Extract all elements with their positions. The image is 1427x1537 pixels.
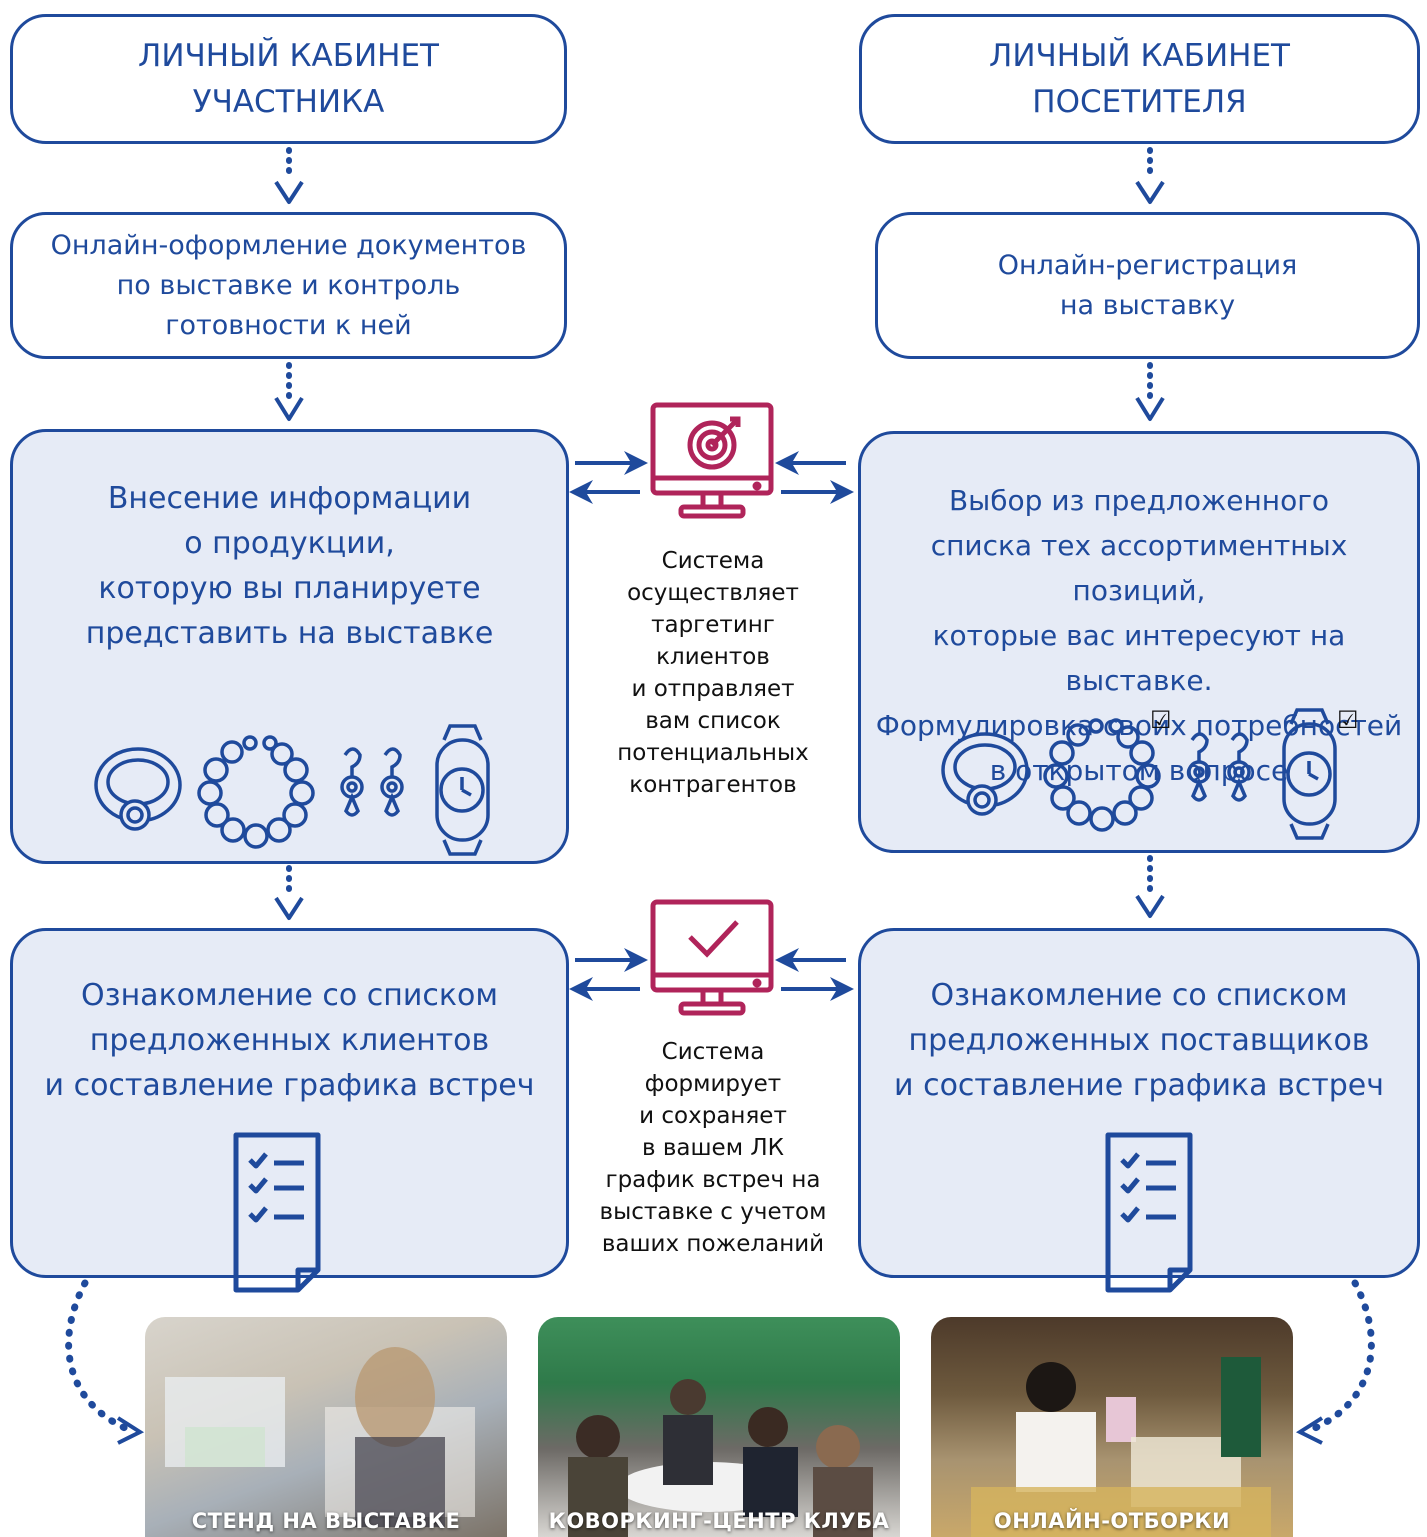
bracelet-icon [1043,718,1161,832]
outcome-label-selection: ОНЛАЙН-ОТБОРКИ [993,1509,1231,1533]
participant-step3-text: Ознакомление со списком предложенных кли… [44,978,535,1103]
bracelet-icon [197,735,315,849]
selection-photo-shapes [971,1357,1271,1537]
visitor-step3-box: Ознакомление со списком предложенных пос… [858,928,1420,1278]
visitor-step1-box: Онлайн-регистрация на выставку [875,212,1420,359]
visitor-cabinet-title: ЛИЧНЫЙ КАБИНЕТ ПОСЕТИТЕЛЯ [989,38,1290,120]
system-targeting-text: Система осуществляет таргетинг клиентов … [617,548,809,798]
participant-step1-text: Онлайн-оформление документов по выставке… [50,229,527,341]
check-monitor-icon [650,899,774,1016]
visitor-cabinet-box: ЛИЧНЫЙ КАБИНЕТ ПОСЕТИТЕЛЯ [859,14,1420,144]
earrings-icon [1187,732,1251,802]
participant-step2-text: Внесение информации о продукции, которую… [85,481,494,651]
participant-jewelry-icons [94,724,490,856]
outcome-label-stand: СТЕНД НА ВЫСТАВКЕ [191,1509,461,1533]
participant-cabinet-box: ЛИЧНЫЙ КАБИНЕТ УЧАСТНИКА [10,14,567,144]
exchange-arrows-schedule [569,948,854,1001]
visitor-checklist-icon [1105,1132,1193,1293]
earrings-icon [340,747,404,817]
photo-exhibition-stand: СТЕНД НА ВЫСТАВКЕ [145,1317,507,1537]
participant-step1-box: Онлайн-оформление документов по выставке… [10,212,567,359]
participant-step3-box: Ознакомление со списком предложенных кли… [10,928,569,1278]
outcome-connectors [65,1279,1375,1445]
visitor-step1-text: Онлайн-регистрация на выставку [997,249,1298,321]
visitor-step3-text: Ознакомление со списком предложенных пос… [894,978,1384,1103]
photo-coworking: КОВОРКИНГ-ЦЕНТР КЛУБА [538,1317,900,1537]
visitor-step2-text: Выбор из предложенного списка тех ассорт… [875,484,1403,787]
bracelet-checkbox-icon: ☑ [1150,706,1172,734]
visitor-down-connectors [1135,147,1165,918]
participant-checklist-icon [233,1132,321,1293]
system-schedule-text: Система формирует и сохраняет в вашем ЛК… [599,1039,827,1257]
outcome-label-coworking: КОВОРКИНГ-ЦЕНТР КЛУБА [548,1509,890,1533]
ring-icon [94,747,182,831]
photo-online-selection: ОНЛАЙН-ОТБОРКИ [931,1317,1293,1537]
participant-down-connectors [274,147,304,920]
watch-checkbox-icon: ☑ [1337,706,1359,734]
visitor-jewelry-icons [941,708,1337,840]
coworking-photo-shapes [568,1379,873,1537]
watch-icon [435,724,490,856]
stand-photo-shapes [165,1347,475,1527]
participant-cabinet-title: ЛИЧНЫЙ КАБИНЕТ УЧАСТНИКА [138,38,439,120]
target-monitor-icon [650,402,774,519]
exchange-arrows-targeting [569,451,854,504]
watch-icon [1282,708,1337,840]
ring-icon [941,732,1029,816]
